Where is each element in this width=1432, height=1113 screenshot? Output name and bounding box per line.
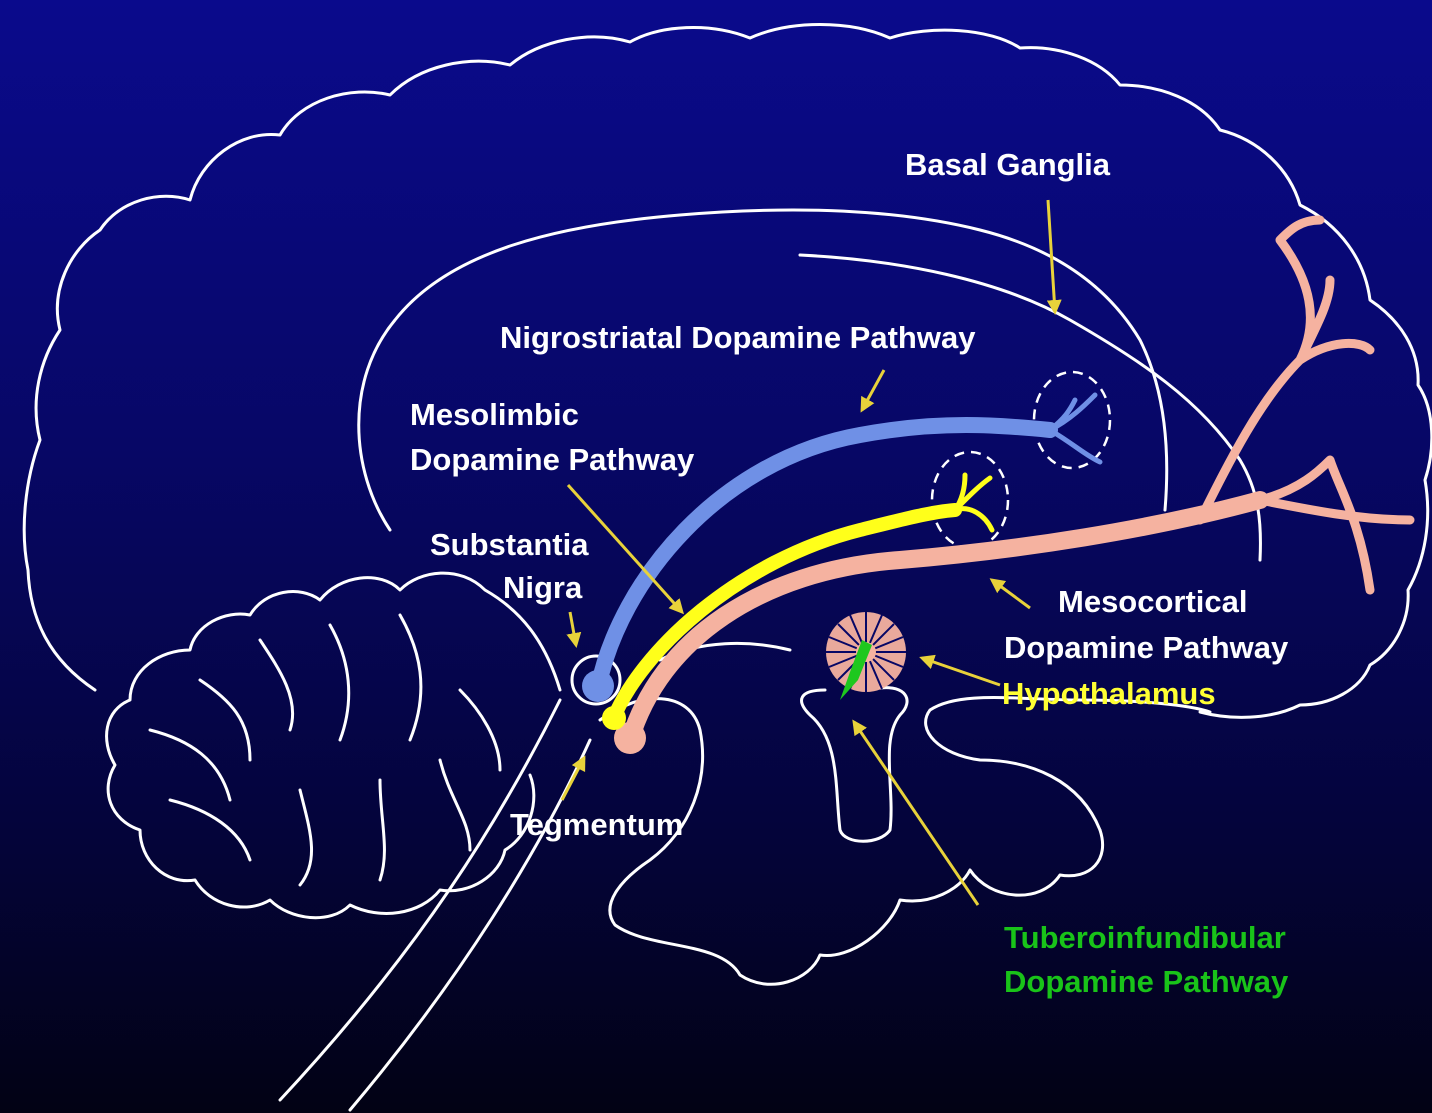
mesocortical-branches	[1200, 220, 1410, 590]
temporal-lobe-outline	[926, 698, 1210, 831]
cingulate-arc	[359, 210, 1167, 530]
tegmentum-arrow	[562, 758, 584, 800]
label-tuberoinfundibular-line1: Tuberoinfundibular	[1004, 920, 1286, 955]
mesolimbic-pathway	[612, 510, 955, 722]
label-tuberoinfundibular-line2: Dopamine Pathway	[1004, 964, 1289, 999]
nigrostriatal-branches	[1050, 395, 1100, 462]
label-mesocortical-line2: Dopamine Pathway	[1004, 630, 1289, 665]
nigrostriatal-arrow	[862, 370, 884, 410]
mesolimbic-branches	[955, 475, 992, 530]
nigrostriatal-origin	[582, 670, 614, 702]
tuberoinfundibular-arrow	[854, 722, 978, 905]
limbic-target	[932, 452, 1008, 548]
brainstem-line-left	[280, 700, 560, 1100]
label-hypothalamus: Hypothalamus	[1002, 676, 1216, 711]
label-basal-ganglia: Basal Ganglia	[905, 147, 1111, 182]
label-mesocortical-line1: Mesocortical	[1058, 584, 1248, 619]
label-mesolimbic-line2: Dopamine Pathway	[410, 442, 695, 477]
label-mesolimbic-line1: Mesolimbic	[410, 397, 579, 432]
hypothalamus-arrow	[922, 658, 1000, 685]
substantia-nigra-arrow	[570, 612, 576, 645]
label-substantia-line1: Substantia	[430, 527, 589, 562]
basal-ganglia-target	[1034, 372, 1110, 468]
label-substantia-line2: Nigra	[503, 570, 583, 605]
brainstem-line-right	[350, 740, 590, 1110]
mesocortical-arrow	[992, 580, 1030, 608]
pituitary-stalk	[802, 688, 907, 842]
label-nigrostriatal: Nigrostriatal Dopamine Pathway	[500, 320, 976, 355]
cerebellum-folia	[150, 615, 500, 885]
cerebellum-outline	[107, 573, 560, 918]
mesolimbic-origin	[602, 706, 626, 730]
label-tegmentum: Tegmentum	[510, 807, 683, 842]
